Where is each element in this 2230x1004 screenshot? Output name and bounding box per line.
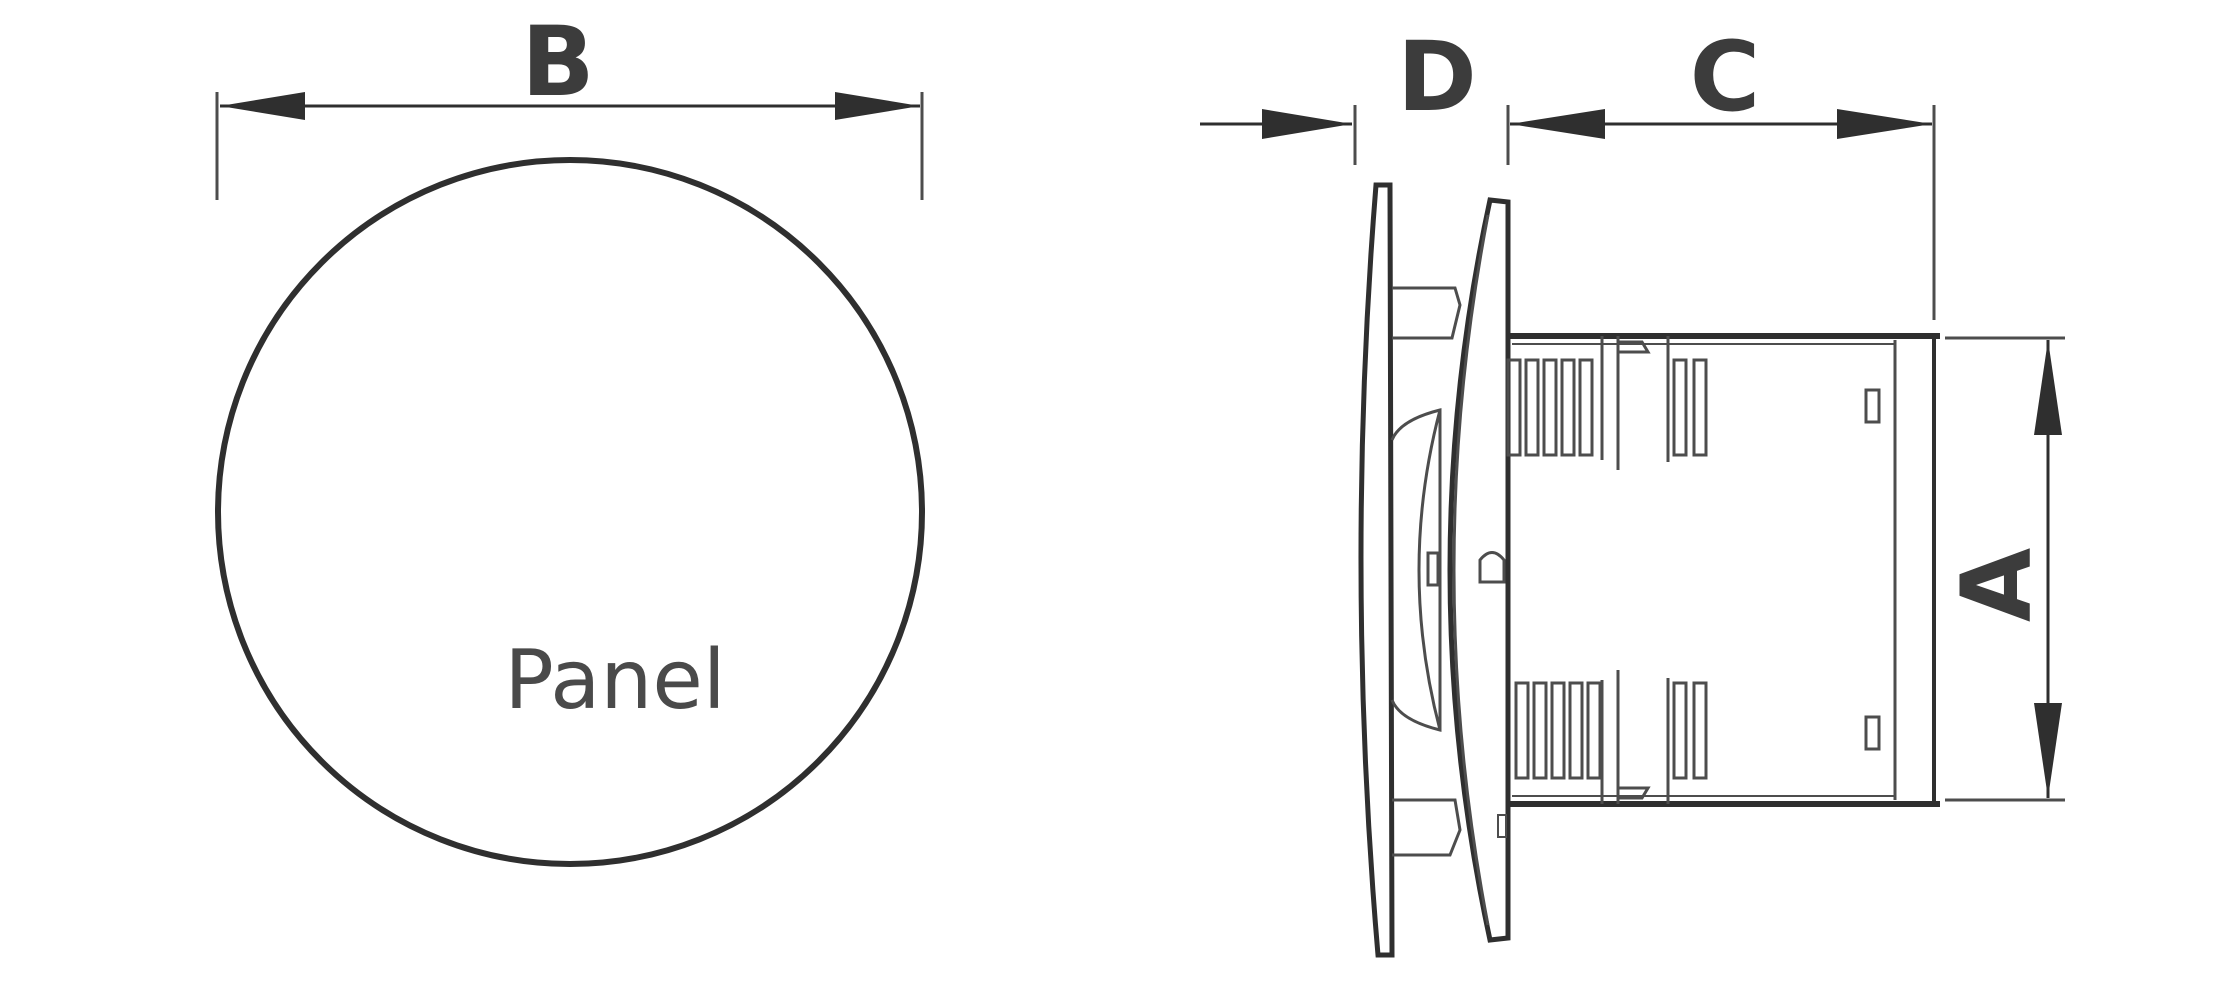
front-cover-plate xyxy=(1358,182,1395,958)
grille-bottom-right xyxy=(1672,681,1708,780)
panel-circle xyxy=(215,157,925,867)
duct-tab-top xyxy=(1864,388,1881,424)
b-arrow-left xyxy=(220,92,305,120)
c-arrow-left xyxy=(1510,109,1605,139)
side-view: D C A xyxy=(1200,21,2065,958)
b-dimension-label: B xyxy=(521,6,594,118)
grille-top-left xyxy=(1506,358,1594,457)
a-arrow-top xyxy=(2034,340,2062,435)
cover-clip xyxy=(1426,551,1440,587)
plate-connector-top xyxy=(1392,286,1462,340)
b-arrow-right xyxy=(835,92,920,120)
cover-inner-dome xyxy=(1417,409,1442,731)
d-arrow xyxy=(1262,109,1352,139)
mounting-plate-slot xyxy=(1497,814,1507,838)
c-dimension-label: C xyxy=(1690,21,1760,133)
mounting-plate-inner xyxy=(1452,214,1490,926)
grille-top-right xyxy=(1672,358,1708,457)
cover-inner-dome-outer xyxy=(1390,408,1442,732)
plate-connector-bottom xyxy=(1392,798,1462,857)
c-arrow-right xyxy=(1837,109,1932,139)
duct-tab-bottom xyxy=(1864,715,1881,751)
hook-bottom xyxy=(1600,670,1651,804)
d-dimension-label: D xyxy=(1397,21,1477,133)
front-view: B Panel xyxy=(215,6,925,867)
grille-bottom-left xyxy=(1514,681,1602,780)
a-dimension-label: A xyxy=(1941,548,2053,622)
mounting-plate-latch xyxy=(1478,551,1506,584)
panel-label: Panel xyxy=(504,633,725,728)
a-arrow-bottom xyxy=(2034,703,2062,798)
hook-top xyxy=(1600,336,1651,470)
